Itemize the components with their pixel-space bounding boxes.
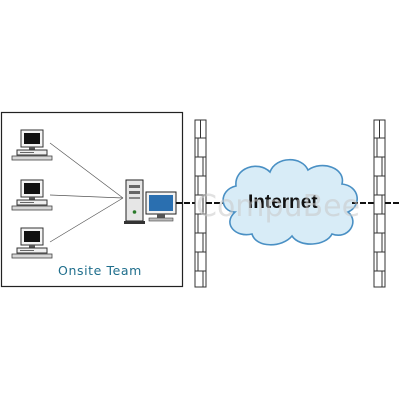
- onsite-team-label: Onsite Team: [58, 263, 142, 278]
- server-computer-icon: [124, 179, 177, 224]
- connection-line: [49, 142, 124, 199]
- firewall-tower-right: [373, 119, 386, 288]
- internet-cloud-icon: [222, 158, 358, 246]
- watermark-text: CompuBee: [196, 189, 360, 224]
- connection-line: [49, 197, 124, 243]
- internet-label: Internet: [248, 192, 318, 213]
- connection-line: [49, 194, 124, 199]
